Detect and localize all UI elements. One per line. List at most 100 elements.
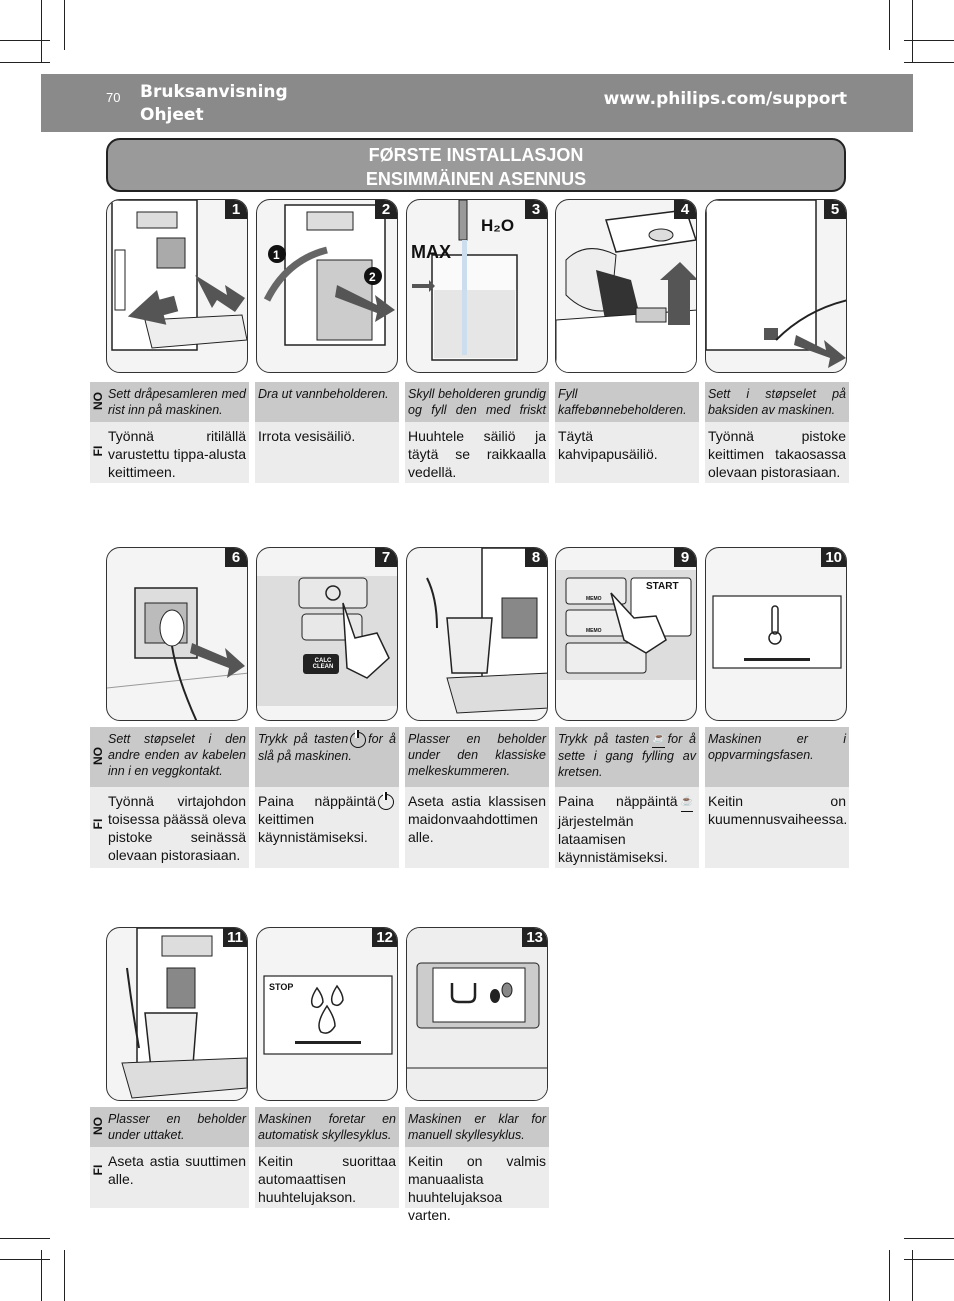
step-illustration-4: 4 [555, 199, 697, 373]
step-number: 11 [223, 928, 247, 947]
ready-display-illustration [407, 928, 547, 1100]
step-number: 12 [372, 928, 397, 947]
step-9-no-part1: Trykk på tasten [558, 732, 650, 746]
svg-text:2: 2 [369, 270, 376, 284]
support-url[interactable]: www.philips.com/support [603, 89, 847, 109]
header-title: Bruksanvisning Ohjeet [140, 81, 288, 127]
crop-mark [912, 1250, 913, 1301]
step-4-fi: Täytä kahvipapusäiliö. [555, 422, 699, 483]
crop-mark [0, 40, 50, 41]
crop-mark [41, 1250, 42, 1301]
step-number: 10 [821, 548, 846, 567]
start-label: START [646, 581, 679, 592]
step-number: 2 [375, 200, 397, 219]
step-9-no-part2: for å sette i gang fylling av kretsen. [558, 732, 697, 780]
step-5-fi: Työnnä pistoke keittimen takaosassa olev… [705, 422, 849, 483]
lang-side-fi [90, 1147, 106, 1208]
step-number: 13 [522, 928, 547, 947]
crop-mark [889, 1250, 890, 1301]
max-label: MAX [411, 242, 451, 262]
step-3-no: Skyll beholderen grundig og fyll den med… [405, 382, 549, 433]
water-tank-fill-illustration [412, 200, 518, 361]
step-number: 7 [375, 548, 397, 567]
step-5-no: Sett i støpselet på baksiden av maskinen… [705, 382, 849, 422]
section-title-no: FØRSTE INSTALLASJON [368, 145, 584, 165]
step-2-fi: Irrota vesisäiliö. [255, 422, 399, 483]
step-7-no-part1: Trykk på tasten [258, 732, 349, 746]
memo-button-press-illustration [556, 570, 696, 680]
step-10-fi: Keitin on kuumennusvaiheessa. [705, 787, 849, 868]
step-illustration-10: 10 [705, 547, 847, 721]
page-header: 70 Bruksanvisning Ohjeet www.philips.com… [41, 74, 913, 132]
container-under-spout-illustration [121, 928, 247, 1099]
step-number: 1 [225, 200, 247, 219]
step-12-fi: Keitin suorittaa automaattisen huuhteluj… [255, 1147, 399, 1208]
step-9-no: Trykk på tasten☕for å sette i gang fylli… [555, 727, 699, 787]
step-illustration-13: 13 [406, 927, 548, 1101]
step-7-no-part2: for å slå på maskinen. [258, 732, 397, 763]
crop-mark [0, 1238, 50, 1239]
lang-side-fi [90, 787, 106, 868]
lang-label-fi: FI [91, 818, 105, 830]
section-title: FØRSTE INSTALLASJON ENSIMMÄINEN ASENNUS [106, 138, 846, 192]
step-illustration-12: STOP 12 [256, 927, 398, 1101]
step-8-no: Plasser en beholder under den klassiske … [405, 727, 549, 787]
power-button-press-illustration [257, 576, 397, 706]
step-number: 6 [225, 548, 247, 567]
step-illustration-6: 6 [106, 547, 248, 721]
crop-mark [41, 0, 42, 62]
bean-hopper-fill-illustration [556, 209, 696, 372]
step-number: 9 [674, 548, 696, 567]
step-7-fi-part1: Paina näppäintä [258, 793, 376, 809]
water-tank-removal-illustration: 1 2 [263, 204, 395, 346]
step-9-fi-part1: Paina näppäintä [558, 793, 678, 809]
lang-label-fi: FI [91, 445, 105, 457]
step-3-fi: Huuhtele säiliö ja täytä se raikkaalla v… [405, 422, 549, 483]
crop-mark [889, 0, 890, 50]
step-number: 8 [525, 548, 547, 567]
crop-mark [904, 40, 954, 41]
lang-side-no [90, 727, 106, 787]
lang-side-no [90, 382, 106, 422]
step-6-no: Sett støpselet i den andre enden av kabe… [105, 727, 249, 787]
power-icon [378, 792, 394, 811]
step-7-fi-part2: keittimen käynnistämiseksi. [258, 811, 368, 846]
milk-frother-container-illustration [426, 548, 547, 714]
power-cord-machine-illustration [706, 200, 846, 368]
memo-label: MEMO [586, 596, 602, 602]
lang-label-fi: FI [91, 1164, 105, 1176]
wall-socket-illustration [107, 587, 247, 720]
step-1-no: Sett dråpesamleren med rist inn på maski… [105, 382, 249, 422]
lang-side-no [90, 1107, 106, 1147]
page-number: 70 [106, 90, 121, 105]
svg-text:1: 1 [273, 248, 280, 262]
step-2-no: Dra ut vannbeholderen. [255, 382, 399, 422]
memo-label: MEMO [586, 628, 602, 634]
step-9-fi: Paina näppäintä☕järjestelmän lataamisen … [555, 787, 699, 868]
crop-mark [0, 1259, 50, 1260]
crop-mark [904, 62, 954, 63]
crop-mark [904, 1259, 954, 1260]
calc-clean-label: CALC CLEAN [312, 658, 334, 670]
step-7-fi: Paina näppäintä keittimen käynnistämiseks… [255, 787, 399, 868]
lang-label-no: NO [91, 747, 105, 765]
power-icon [350, 729, 367, 748]
stop-label: STOP [269, 982, 294, 992]
crop-mark [912, 0, 913, 62]
step-number: 4 [674, 200, 696, 219]
step-number: 3 [525, 200, 547, 219]
h2o-label: H₂O [481, 216, 515, 235]
step-illustration-7: CALC CLEAN 7 [256, 547, 398, 721]
section-title-fi: ENSIMMÄINEN ASENNUS [365, 169, 587, 189]
heating-display-illustration [712, 595, 842, 669]
step-13-fi: Keitin on valmis manuaalista huuhtelujak… [405, 1147, 549, 1223]
step-13-no: Maskinen er klar for manuell skyllesyklu… [405, 1107, 549, 1147]
lang-side-fi [90, 422, 106, 483]
crop-mark [64, 0, 65, 50]
step-illustration-11: 11 [106, 927, 248, 1101]
machine-driptray-illustration [111, 200, 247, 351]
crop-mark [0, 62, 50, 63]
step-illustration-9: MEMO MEMO START 9 [555, 547, 697, 721]
lang-label-no: NO [91, 392, 105, 410]
